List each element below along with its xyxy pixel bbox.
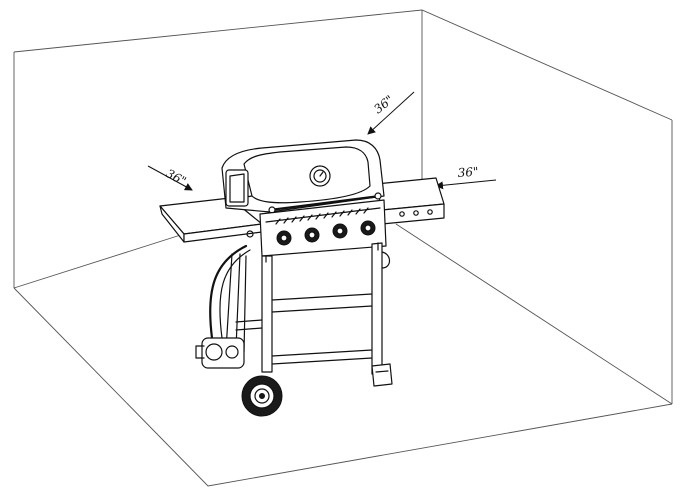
left-clearance-label: 36": [164, 166, 189, 188]
back-clearance-label: 36": [371, 93, 396, 117]
control-knobs: [276, 220, 376, 246]
cart-wheel: [241, 375, 283, 417]
cart-frame: [235, 242, 383, 375]
right-side-shelf: [375, 177, 445, 225]
gas-hose-inner: [219, 249, 251, 339]
floor-left-edge: [13, 231, 191, 289]
left-clearance-arrow: [147, 165, 193, 191]
knob-4: [360, 220, 376, 236]
back-clearance-arrow: [367, 91, 415, 135]
right-clearance-arrow: [435, 179, 497, 190]
knob-1: [276, 230, 292, 246]
lid-thermometer: [309, 165, 331, 187]
back-wall-top-edge: [13, 9, 673, 121]
side-hook: [381, 251, 391, 269]
floor-right-back-edge: [395, 223, 673, 405]
lid-handle: [268, 192, 382, 214]
knob-3: [332, 223, 348, 239]
knob-2: [304, 227, 320, 243]
grill-rear-legs: [225, 253, 247, 353]
right-foot: [371, 363, 393, 387]
propane-regulator: [195, 337, 245, 369]
vent-slots: [275, 207, 369, 225]
right-clearance-label: 36": [457, 165, 479, 180]
control-panel: [259, 199, 387, 257]
grill-lid: [221, 139, 385, 213]
grill-illustration: [159, 139, 445, 417]
floor-front-edges: [13, 287, 673, 487]
room-outline: [13, 9, 673, 487]
